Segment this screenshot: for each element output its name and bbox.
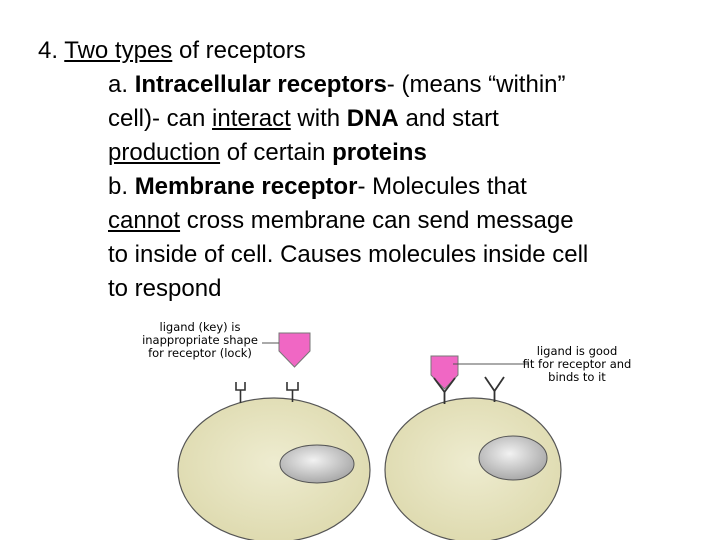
item-a-line2-c: and start [405, 105, 499, 132]
right-ligand [430, 355, 459, 390]
right-cell-membrane [384, 397, 562, 540]
right-label-line2: fit for receptor and [522, 357, 632, 371]
left-receptor-2 [286, 382, 299, 402]
left-receptor-1 [235, 382, 246, 403]
left-nucleus [279, 444, 355, 484]
heading-line: 4. Two types of receptors [38, 34, 306, 68]
item-b-line1: b. Membrane receptor- Molecules that [108, 170, 527, 204]
right-receptor-free [484, 376, 505, 402]
right-receptor-bound [433, 377, 456, 404]
item-a-line2: cell)- can interact with DNA and start [108, 102, 499, 136]
item-a-dna: DNA [346, 105, 399, 132]
right-diagram-label: ligand is good fit for receptor and bind… [522, 345, 632, 384]
item-a-proteins: proteins [332, 139, 427, 166]
left-label-line2: inappropriate shape [142, 333, 258, 347]
item-b-after-title: - Molecules that [357, 173, 527, 200]
item-b-line4: to respond [108, 275, 222, 302]
item-a-line3: production of certain proteins [108, 136, 427, 170]
item-b-marker: b. [108, 173, 129, 200]
item-a-line2-a: cell)- can [108, 105, 206, 132]
item-a-production: production [108, 139, 221, 166]
left-label-line1: ligand (key) is [159, 320, 241, 334]
item-b-line3: to inside of cell. Causes molecules insi… [108, 241, 589, 268]
right-label-line3: binds to it [548, 370, 606, 384]
right-nucleus [478, 435, 548, 481]
left-diagram-label: ligand (key) is inappropriate shape for … [138, 321, 262, 360]
left-label-line3: for receptor (lock) [148, 346, 252, 360]
item-a-line1: a. Intracellular receptors- (means “with… [108, 68, 566, 102]
heading-number: 4. [38, 37, 59, 64]
item-a-after-title: - (means “within” [386, 71, 566, 98]
item-b-line2-rest: cross membrane can send message [186, 207, 574, 234]
item-a-line3-a: of certain [226, 139, 326, 166]
item-b-cannot: cannot [108, 207, 181, 234]
left-cell-membrane [177, 397, 371, 540]
heading-rest: of receptors [178, 37, 306, 64]
item-a-line2-b: with [297, 105, 341, 132]
item-a-title: Intracellular receptors [134, 71, 387, 98]
item-a-interact: interact [212, 105, 291, 132]
item-a-marker: a. [108, 71, 129, 98]
right-label-line1: ligand is good [536, 344, 618, 358]
right-cell [384, 397, 562, 540]
item-b-title: Membrane receptor [134, 173, 358, 200]
left-ligand [278, 332, 311, 368]
left-cell [177, 397, 371, 540]
item-b-line2: cannot cross membrane can send message [108, 204, 574, 238]
heading-two-types: Two types [64, 37, 173, 64]
